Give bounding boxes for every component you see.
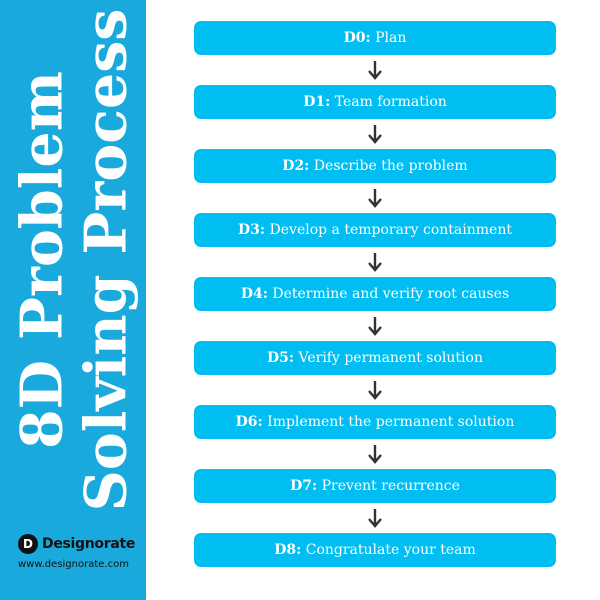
step-code: D5: [267,350,295,366]
title-line-1: 8D Problem [8,71,76,449]
arrow-down-icon [194,311,556,341]
title-line-2: Solving Process [72,8,140,512]
step-text: Describe the problem [309,158,468,174]
step-d0: D0: Plan [194,21,556,55]
step-text: Determine and verify root causes [267,286,510,302]
process-flow: D0: Plan D1: Team formation D2: Describe… [194,21,556,567]
step-code: D1: [303,94,331,110]
logo-mark-icon: D [18,534,38,554]
step-text: Plan [370,30,407,46]
step-code: D3: [238,222,266,238]
step-d4: D4: Determine and verify root causes [194,277,556,311]
step-d2: D2: Describe the problem [194,149,556,183]
arrow-down-icon [194,503,556,533]
step-text: Develop a temporary containment [265,222,512,238]
step-d6: D6: Implement the permanent solution [194,405,556,439]
step-d1: D1: Team formation [194,85,556,119]
step-text: Prevent recurrence [317,478,460,494]
website-url: www.designorate.com [18,559,129,570]
step-text: Verify permanent solution [294,350,483,366]
logo: D Designorate [18,533,146,555]
step-text: Implement the permanent solution [262,414,515,430]
step-text: Team formation [330,94,447,110]
sidebar: 8D Problem Solving Process D Designorate… [0,0,146,600]
step-code: D7: [290,478,318,494]
step-code: D6: [235,414,263,430]
step-code: D0: [343,30,371,46]
step-code: D8: [274,542,302,558]
arrow-down-icon [194,375,556,405]
step-text: Congratulate your team [301,542,476,558]
step-d3: D3: Develop a temporary containment [194,213,556,247]
arrow-down-icon [194,119,556,149]
vertical-title: 8D Problem Solving Process [2,9,146,512]
step-code: D4: [240,286,268,302]
arrow-down-icon [194,439,556,469]
step-code: D2: [282,158,310,174]
logo-text: Designorate [42,536,136,552]
step-d7: D7: Prevent recurrence [194,469,556,503]
step-d5: D5: Verify permanent solution [194,341,556,375]
arrow-down-icon [194,247,556,277]
arrow-down-icon [194,55,556,85]
step-d8: D8: Congratulate your team [194,533,556,567]
arrow-down-icon [194,183,556,213]
